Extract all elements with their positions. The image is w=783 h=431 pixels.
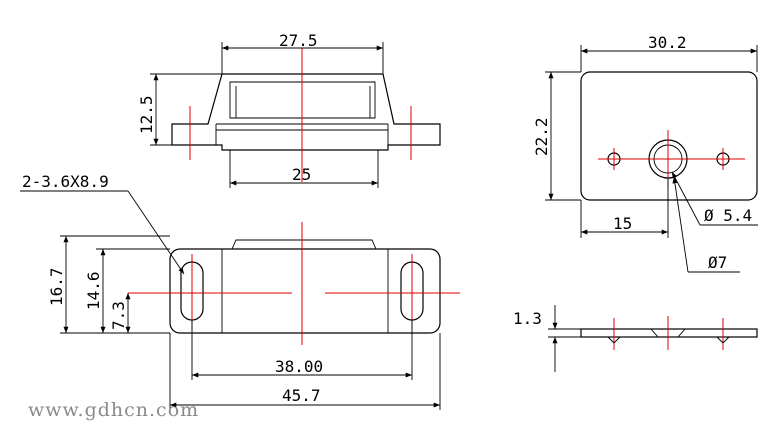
dim-top-height: 12.5	[137, 95, 156, 134]
dim-thickness: 1.3	[513, 309, 542, 328]
slot-note: 2-3.6X8.9	[22, 172, 109, 191]
top-view: 27.5 12.5 25	[137, 31, 441, 188]
dim-overall-length: 45.7	[282, 386, 321, 405]
thickness-view: 1.3	[513, 305, 758, 372]
dim-front-half: 7.3	[109, 301, 128, 330]
dim-hole-small: Ø 5.4	[704, 206, 752, 225]
dim-hole-large: Ø7	[708, 253, 727, 272]
dim-right-offset: 15	[613, 214, 632, 233]
watermark: www.gdhcn.com	[28, 399, 199, 421]
front-view: 2-3.6X8.9 16.7 14.6 7.3 38.00 45.7	[20, 172, 460, 410]
dim-front-height: 16.7	[47, 267, 66, 306]
dim-right-width: 30.2	[648, 33, 687, 52]
dim-front-mid: 14.6	[84, 271, 103, 310]
dim-top-inner-width: 25	[292, 165, 311, 184]
dim-right-height: 22.2	[532, 117, 551, 156]
right-plate-view: 30.2 22.2 15 Ø 5.4 Ø7	[532, 33, 758, 273]
dim-hole-spacing: 38.00	[275, 357, 323, 376]
dim-top-width: 27.5	[279, 31, 318, 50]
